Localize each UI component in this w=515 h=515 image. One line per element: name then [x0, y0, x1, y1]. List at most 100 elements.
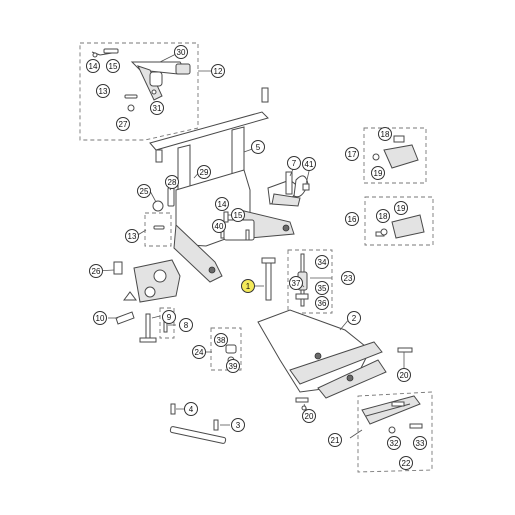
callout-bubble	[302, 409, 316, 423]
callout-bubble	[394, 201, 408, 215]
callout-9: 9	[162, 310, 176, 324]
spring-28	[167, 187, 175, 207]
cross-bar-2	[257, 309, 387, 399]
callout-number: 9	[167, 313, 172, 322]
callout-number: 12	[214, 67, 223, 76]
callout-13: 13	[125, 229, 139, 243]
callout-number: 15	[234, 211, 243, 220]
callout-27: 27	[116, 117, 130, 131]
callout-15: 15	[231, 208, 245, 222]
callout-8: 8	[179, 318, 193, 332]
callout-22: 22	[399, 456, 413, 470]
bracket-18-lower	[375, 214, 425, 239]
callout-bubble	[241, 279, 255, 293]
washer-25	[152, 200, 164, 212]
callout-number: 20	[305, 412, 314, 421]
callout-24: 24	[192, 345, 206, 359]
callout-bubble	[226, 359, 240, 373]
callout-20: 20	[302, 409, 316, 423]
callout-bubble	[96, 84, 110, 98]
callout-number: 39	[229, 362, 238, 371]
callout-10: 10	[93, 311, 107, 325]
callout-14: 14	[86, 59, 100, 73]
callout-bubble	[397, 368, 411, 382]
callout-number: 17	[348, 150, 357, 159]
callout-bubble	[371, 166, 385, 180]
valve-assembly	[113, 259, 181, 303]
callout-bubble	[89, 264, 103, 278]
group-box-13-left	[144, 212, 172, 247]
callout-number: 33	[416, 439, 425, 448]
group-box-16	[364, 196, 434, 246]
callout-number: 21	[331, 436, 340, 445]
callout-21: 21	[328, 433, 342, 447]
callout-number: 27	[119, 120, 128, 129]
group-box-22	[357, 391, 433, 473]
bolt-20-left	[295, 397, 309, 411]
callout-5: 5	[251, 140, 265, 154]
callout-41: 41	[302, 157, 316, 171]
pin-4	[170, 403, 176, 415]
callout-bubble	[315, 281, 329, 295]
callout-number: 24	[195, 348, 204, 357]
pedal-assembly	[91, 48, 191, 112]
callout-30: 30	[174, 45, 188, 59]
callout-number: 40	[215, 222, 224, 231]
bolt-15	[223, 211, 229, 223]
callout-bubble	[184, 402, 198, 416]
callout-number: 8	[184, 321, 189, 330]
callout-1: 1	[241, 279, 255, 293]
callout-bubble	[165, 175, 179, 189]
callout-20: 20	[397, 368, 411, 382]
callout-number: 28	[168, 178, 177, 187]
callout-39: 39	[226, 359, 240, 373]
callout-number: 38	[217, 336, 226, 345]
callout-bubble	[215, 197, 229, 211]
callout-bubble	[162, 310, 176, 324]
callout-19: 19	[371, 166, 385, 180]
callout-bubble	[345, 212, 359, 226]
callout-23: 23	[341, 271, 355, 285]
callout-number: 35	[318, 284, 327, 293]
callout-number: 22	[402, 459, 411, 468]
callout-bubble	[192, 345, 206, 359]
callout-bubble	[251, 140, 265, 154]
callout-number: 19	[397, 204, 406, 213]
callout-bubble	[174, 45, 188, 59]
callout-number: 10	[96, 314, 105, 323]
callout-bubble	[86, 59, 100, 73]
callout-number: 16	[348, 215, 357, 224]
callout-number: 29	[200, 168, 209, 177]
callout-number: 18	[381, 130, 390, 139]
callout-number: 1	[246, 282, 251, 291]
callout-number: 41	[305, 160, 314, 169]
callout-number: 13	[128, 232, 137, 241]
callout-bubble	[328, 433, 342, 447]
callout-14: 14	[215, 197, 229, 211]
callout-bubble	[137, 184, 151, 198]
callout-37: 37	[289, 276, 303, 290]
callout-26: 26	[89, 264, 103, 278]
callout-number: 36	[318, 299, 327, 308]
callout-number: 31	[153, 104, 162, 113]
callout-bubble	[106, 59, 120, 73]
callout-25: 25	[137, 184, 151, 198]
pin-1	[261, 257, 276, 301]
callout-bubble	[231, 208, 245, 222]
callout-bubble	[376, 209, 390, 223]
callout-number: 26	[92, 267, 101, 276]
callout-bubble	[341, 271, 355, 285]
callout-33: 33	[413, 436, 427, 450]
callout-17: 17	[345, 147, 359, 161]
callout-bubble	[116, 117, 130, 131]
callout-bubble	[212, 219, 226, 233]
callout-bubble	[347, 311, 361, 325]
callout-number: 18	[379, 212, 388, 221]
callout-3: 3	[231, 418, 245, 432]
callout-bubble	[211, 64, 225, 78]
callout-bubble	[125, 229, 139, 243]
callout-number: 4	[189, 405, 194, 414]
callout-29: 29	[197, 165, 211, 179]
